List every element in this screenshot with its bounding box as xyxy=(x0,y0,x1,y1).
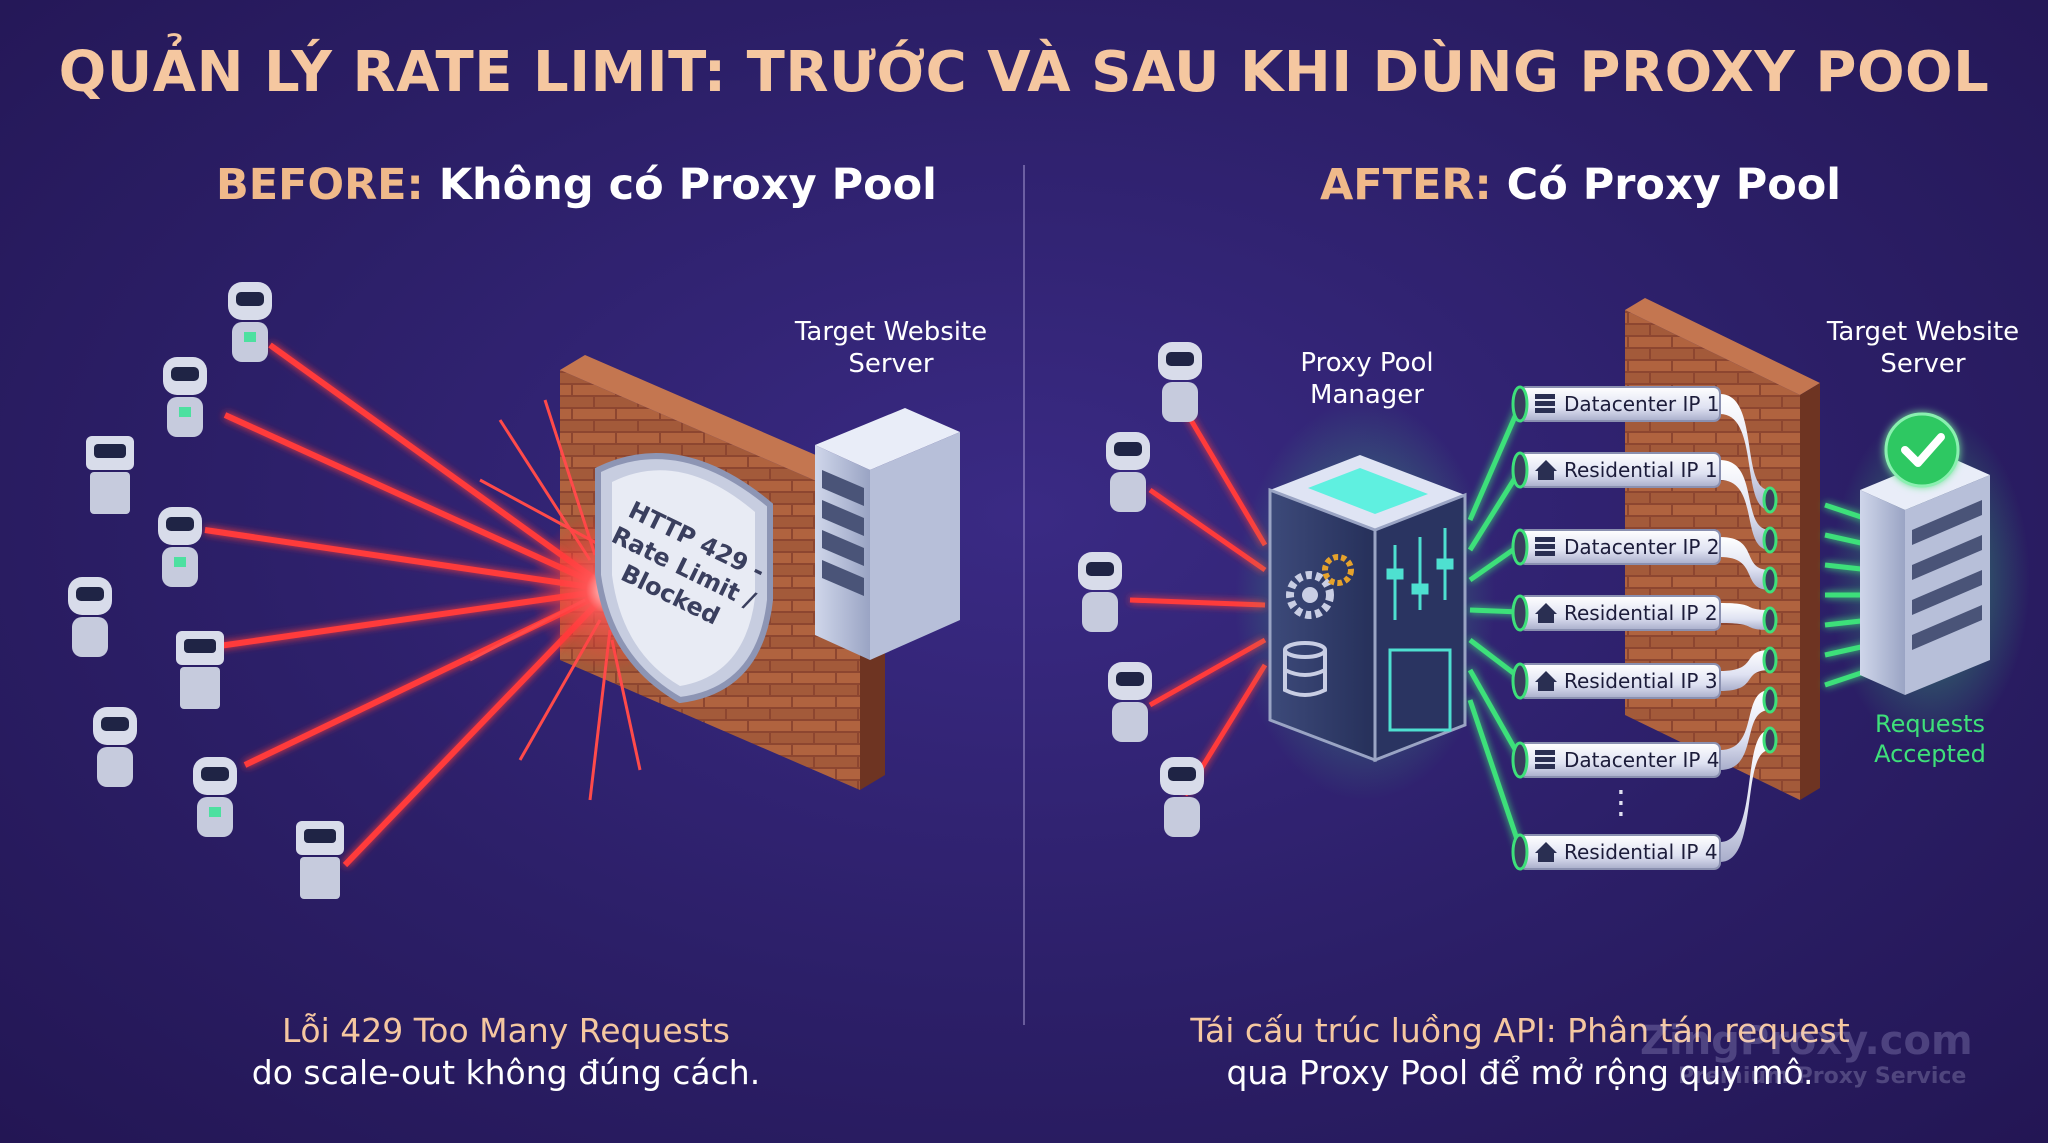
datacenter-icon xyxy=(1535,537,1555,556)
watermark-tagline: Premium Proxy Service xyxy=(1678,1064,1967,1089)
after-heading: AFTER: Có Proxy Pool xyxy=(1320,160,1841,210)
before-caption-line-2: do scale-out không đúng cách. xyxy=(251,1053,761,1092)
after-caption-line-2: qua Proxy Pool để mở rộng quy mô. xyxy=(1226,1053,1814,1092)
ip-label: Residential IP 2 xyxy=(1564,601,1718,625)
pipe-tube xyxy=(1720,650,1770,691)
pipe-inlet xyxy=(1511,528,1529,566)
datacenter-icon xyxy=(1535,394,1555,413)
before-server-icon xyxy=(815,408,960,660)
robot-icon xyxy=(1158,342,1202,422)
pipe-outlet xyxy=(1762,526,1778,554)
pipe-outlet xyxy=(1762,486,1778,514)
house-icon xyxy=(1535,842,1557,862)
robot-icon xyxy=(158,507,202,587)
after-caption-line-1: Tái cấu trúc luồng API: Phân tán request xyxy=(1190,1011,1850,1050)
robot-icon xyxy=(176,631,224,709)
datacenter-icon xyxy=(1535,750,1555,769)
page-title: QUẢN LÝ RATE LIMIT: TRƯỚC VÀ SAU KHI DÙN… xyxy=(58,40,1990,105)
watermark-brand: ZingProxy.com xyxy=(1640,1018,1973,1064)
ip-pipe-datacenter: Datacenter IP 1 xyxy=(1511,385,1778,514)
before-server-label-1: Target Website xyxy=(794,317,988,347)
pipe-inlet xyxy=(1511,385,1529,423)
ip-pipe-residential: Residential IP 3 xyxy=(1511,646,1778,700)
ip-pipe-list: Datacenter IP 1 Residential IP 1 Datacente… xyxy=(1511,385,1778,871)
ip-list-ellipsis: ⋮ xyxy=(1605,783,1637,821)
database-icon xyxy=(1283,641,1327,697)
before-heading: BEFORE: Không có Proxy Pool xyxy=(216,160,937,210)
pipe-tube xyxy=(1720,603,1770,630)
after-keyword: AFTER: xyxy=(1320,160,1492,210)
robot-icon xyxy=(1106,432,1150,512)
ip-label: Datacenter IP 2 xyxy=(1564,535,1720,559)
after-caption: Tái cấu trúc luồng API: Phân tán request… xyxy=(1160,1010,1880,1094)
robot-icon xyxy=(193,757,237,837)
ip-label: Residential IP 3 xyxy=(1564,669,1718,693)
pipe-inlet xyxy=(1511,451,1529,489)
after-heading-text: Có Proxy Pool xyxy=(1491,160,1842,210)
robot-icon xyxy=(163,357,207,437)
before-server-label: Target Website Server xyxy=(776,316,1006,380)
ip-pipe-residential: Residential IP 2 xyxy=(1511,594,1778,634)
ip-label: Datacenter IP 1 xyxy=(1564,392,1720,416)
pipe-outlet xyxy=(1762,726,1778,754)
pipe-outlet xyxy=(1762,646,1778,674)
requests-accepted-label: Requests Accepted xyxy=(1830,709,2030,769)
before-server-label-2: Server xyxy=(848,349,934,379)
gear-icon xyxy=(1286,554,1354,619)
robot-icon xyxy=(86,436,134,514)
ip-pipe-residential: Residential IP 1 xyxy=(1511,451,1778,554)
after-server-label-1: Target Website xyxy=(1826,317,2020,347)
house-icon xyxy=(1535,460,1557,480)
ip-label: Datacenter IP 4 xyxy=(1564,748,1720,772)
before-caption: Lỗi 429 Too Many Requests do scale-out k… xyxy=(206,1010,806,1094)
robot-icon xyxy=(1160,757,1204,837)
manager-label-1: Proxy Pool xyxy=(1300,348,1434,378)
robot-icon xyxy=(296,821,344,899)
before-keyword: BEFORE: xyxy=(216,160,424,210)
after-server-label-2: Server xyxy=(1880,349,1966,379)
pipe-inlet xyxy=(1511,662,1529,700)
ip-label: Residential IP 1 xyxy=(1564,458,1718,482)
pipe-outlet xyxy=(1762,686,1778,714)
after-server-icon xyxy=(1830,410,2030,750)
accepted-label-1: Requests xyxy=(1875,710,1985,738)
before-caption-line-1: Lỗi 429 Too Many Requests xyxy=(282,1011,730,1050)
after-server-label: Target Website Server xyxy=(1808,316,2038,380)
house-icon xyxy=(1535,603,1557,623)
robot-icon xyxy=(68,577,112,657)
checkmark-icon xyxy=(1884,412,1960,488)
ip-pipe-residential: Residential IP 4 xyxy=(1511,726,1778,871)
before-heading-text: Không có Proxy Pool xyxy=(423,160,937,210)
pipe-tube xyxy=(1720,394,1770,510)
accepted-label-2: Accepted xyxy=(1874,740,1986,768)
section-divider xyxy=(1023,165,1025,1025)
pipe-inlet xyxy=(1511,594,1529,632)
pipe-inlet xyxy=(1511,741,1529,779)
watermark: ZingProxy.com Premium Proxy Service xyxy=(1640,1018,2040,1098)
pipe-outlet xyxy=(1762,566,1778,594)
robot-icon xyxy=(1078,552,1122,632)
proxy-pool-manager-icon xyxy=(1235,400,1495,800)
pipe-tube xyxy=(1720,460,1770,550)
robot-icon xyxy=(1108,662,1152,742)
pipe-tube xyxy=(1720,537,1770,590)
house-icon xyxy=(1535,671,1557,691)
pipe-inlet xyxy=(1511,833,1529,871)
shield-icon: HTTP 429 - Rate Limit / Blocked xyxy=(595,453,773,704)
pipe-outlet xyxy=(1762,606,1778,634)
pipe-tube xyxy=(1720,690,1770,770)
robot-icon xyxy=(93,707,137,787)
ip-pipe-datacenter: Datacenter IP 2 xyxy=(1511,528,1778,594)
manager-label-2: Manager xyxy=(1310,380,1424,410)
robot-icon xyxy=(228,282,272,362)
ip-pipe-datacenter: Datacenter IP 4 xyxy=(1511,686,1778,779)
manager-label: Proxy Pool Manager xyxy=(1252,347,1482,411)
ip-label: Residential IP 4 xyxy=(1564,840,1718,864)
